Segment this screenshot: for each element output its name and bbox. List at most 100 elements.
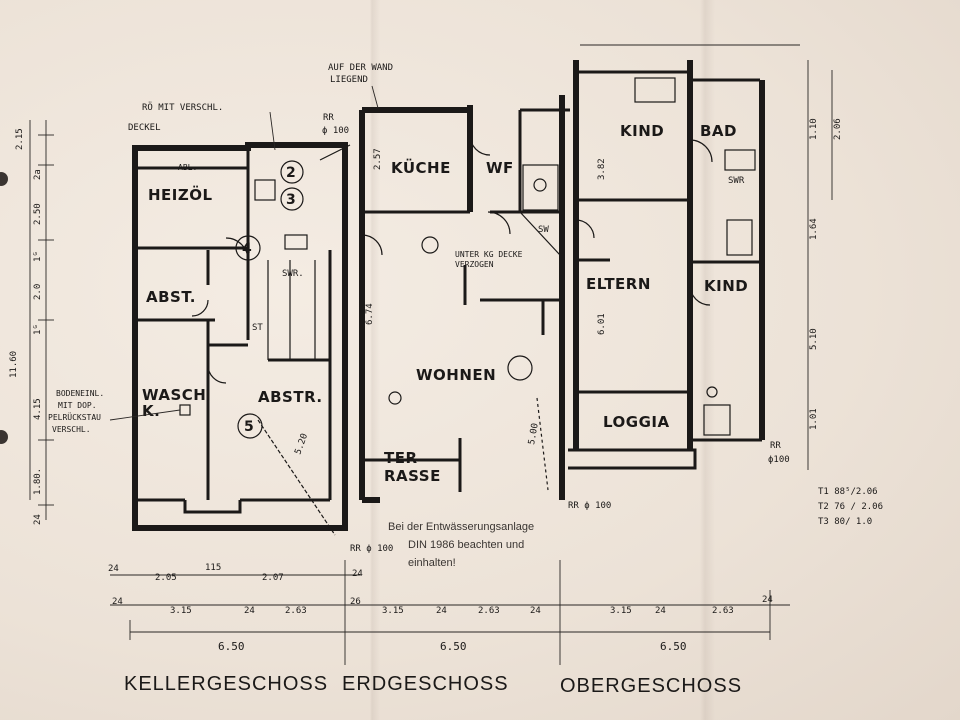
kg-fixture	[284, 234, 308, 250]
dim-misc-0: 3.82	[597, 158, 607, 180]
dim-b2-0: 24	[112, 597, 123, 607]
dim-left-3: 1ᴳ	[33, 251, 43, 262]
dim-right-1: 2.06	[833, 118, 843, 140]
dim-text-totals: 6.50 6.50 6.50	[218, 640, 687, 653]
kg-wall	[183, 500, 242, 514]
room-kind-2: KIND	[704, 277, 748, 295]
dim-left-2: 2.50	[33, 203, 43, 225]
dim-right-0: 1.10	[809, 118, 819, 140]
kg-door-swing	[207, 364, 227, 384]
room-wasch-k: K.	[142, 402, 160, 420]
dim-b2-10: 24	[655, 606, 666, 616]
marker-circle-3	[280, 187, 304, 211]
door-legend: T1 88⁵/2.06 T2 76 / 2.06 T3 80/ 1.0	[818, 487, 883, 527]
dim-b2-2: 24	[244, 606, 255, 616]
kg-door-swing	[191, 299, 209, 317]
drainage-note-line1: Bei der Entwässerungsanlage	[388, 521, 534, 533]
dim-b2-9: 3.15	[610, 606, 632, 616]
note-sw: SW	[538, 225, 549, 235]
dim-b2-8: 24	[530, 606, 541, 616]
note-roe-line2: DECKEL	[128, 123, 161, 133]
dim-left-9: 24	[33, 514, 43, 525]
dim-text-right: 1.10 2.06 1.64 5.10 1.01	[809, 118, 843, 430]
eg-fixture	[388, 391, 402, 405]
room-wf: WF	[486, 159, 514, 177]
room-heizoel: HEIZÖL	[148, 185, 213, 204]
eg-stair-line	[519, 211, 561, 256]
room-kueche: KÜCHE	[391, 158, 451, 177]
og-fixture	[703, 404, 731, 436]
note-boden-line2: MIT DOP.	[58, 401, 97, 410]
marker-2: 2	[286, 165, 296, 181]
eg-column	[421, 236, 439, 254]
dimension-lines	[29, 44, 833, 665]
marker-4: 4	[242, 241, 252, 257]
room-wasch: WASCH	[142, 386, 206, 404]
room-terrasse-line2: RASSE	[384, 467, 441, 485]
dim-left-8: 1.80.	[33, 468, 43, 495]
dim-text-bottom-2: 24 3.15 24 2.63 26 3.15 24 2.63 24 3.15 …	[112, 595, 773, 616]
note-wand-line2: LIEGEND	[330, 75, 368, 85]
dim-total-kg: 6.50	[218, 640, 245, 653]
og-fixture	[706, 386, 718, 398]
dim-total-eg: 6.50	[440, 640, 467, 653]
dim-misc-1: 6.01	[597, 313, 607, 335]
eg-lamp	[507, 355, 533, 381]
room-kind-1: KIND	[620, 122, 664, 140]
binder-hole	[0, 172, 8, 186]
circled-markers: 2 3 4 5	[235, 160, 304, 439]
dim-misc-2: 6.74	[365, 303, 375, 325]
legend-t2: T2 76 / 2.06	[818, 502, 883, 512]
dim-misc-4: 5.00	[527, 422, 541, 445]
drainage-note: Bei der Entwässerungsanlage DIN 1986 bea…	[388, 521, 534, 569]
og-door-swing	[689, 139, 713, 163]
marker-circle-5	[237, 413, 263, 439]
dim-left-5: 1ᴳ	[33, 324, 43, 335]
dim-misc-5: 2.57	[373, 148, 383, 170]
eg-wc-fixture	[522, 164, 559, 211]
room-bad: BAD	[700, 122, 737, 140]
note-boden-line3: PELRÜCKSTAU	[48, 412, 101, 422]
title-obergeschoss: OBERGESCHOSS	[560, 675, 742, 697]
eg-wc-bowl	[533, 178, 547, 192]
eg-pipe-line	[536, 397, 549, 491]
room-abst: ABST.	[146, 288, 196, 306]
leader-line	[371, 85, 379, 109]
marker-circle-4	[235, 235, 261, 261]
room-loggia: LOGGIA	[603, 413, 670, 431]
og-door-swing	[575, 219, 595, 239]
drainage-note-line3: einhalten!	[408, 557, 456, 569]
legend-t3: T3 80/ 1.0	[818, 517, 872, 527]
note-rr-b: ϕ 100	[322, 126, 349, 136]
dim-left-7: 4.15	[33, 398, 43, 420]
room-wohnen: WOHNEN	[416, 366, 496, 384]
title-erdgeschoss: ERDGESCHOSS	[342, 673, 509, 695]
floor-titles: KELLERGESCHOSS ERDGESCHOSS OBERGESCHOSS	[124, 673, 742, 697]
legend-t1: T1 88⁵/2.06	[818, 487, 878, 497]
kg-floor-drain	[179, 404, 191, 416]
note-rr-c: RR ϕ 100	[350, 544, 393, 554]
dim-b2-5: 3.15	[382, 606, 404, 616]
dim-total-og: 6.50	[660, 640, 687, 653]
dim-right-3: 5.10	[809, 328, 819, 350]
note-decke-line1: UNTER KG DECKE	[455, 250, 523, 259]
og-door-swing	[689, 284, 711, 306]
note-roe-line1: RÖ MIT VERSCHL.	[142, 102, 223, 113]
eg-door-swing	[469, 134, 491, 156]
note-swr-1: SWR.	[282, 269, 304, 279]
erdgeschoss-plan	[342, 95, 570, 528]
leader-line	[269, 111, 276, 151]
dim-misc-3: 5.20	[293, 432, 310, 456]
dim-right-4: 1.01	[809, 408, 819, 430]
og-bed	[634, 77, 676, 103]
dim-left-1: 2a	[33, 169, 43, 180]
title-kellergeschoss: KELLERGESCHOSS	[124, 673, 328, 695]
dim-b2-4: 26	[350, 597, 361, 607]
dim-b2-12: 24	[762, 595, 773, 605]
marker-5: 5	[244, 419, 254, 435]
dim-b1-4: 24	[352, 569, 363, 579]
dim-left-4: 2.0	[33, 284, 43, 300]
dim-text-left: 2.15 2a 2.50 1ᴳ 2.0 1ᴳ 11.60 4.15 1.80. …	[9, 128, 43, 525]
